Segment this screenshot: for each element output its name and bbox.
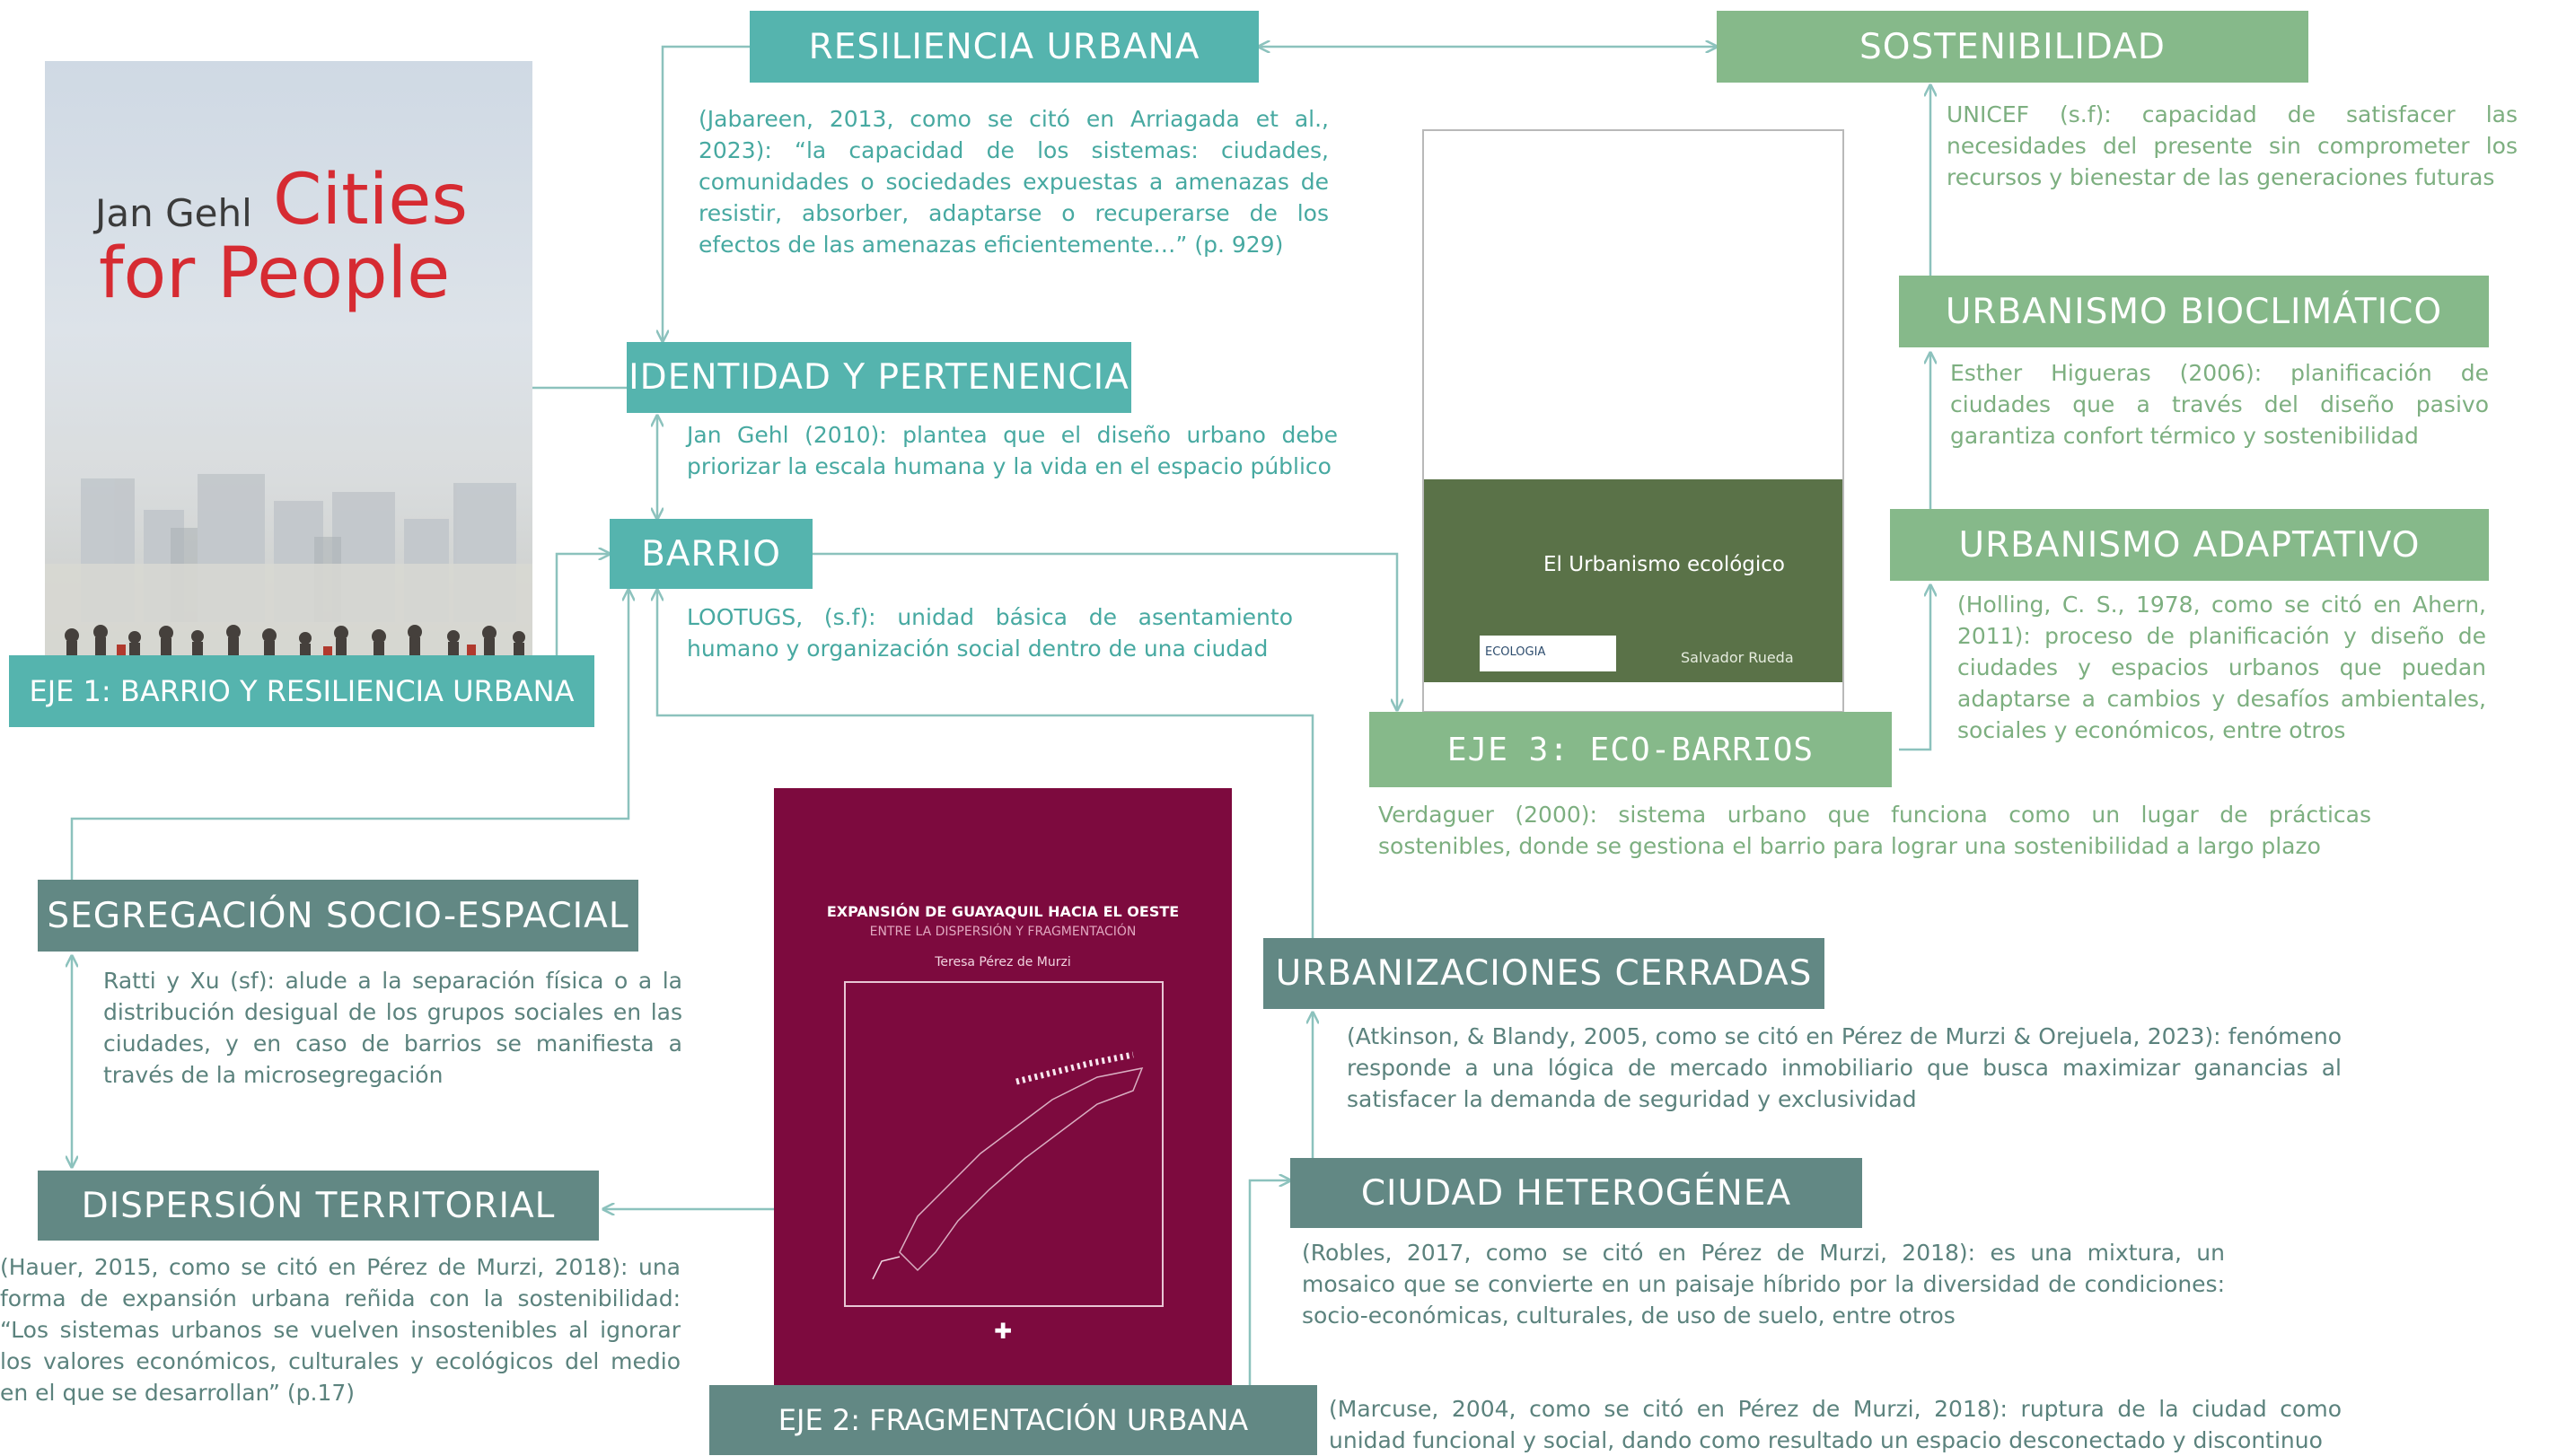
node-eje1: EJE 1: BARRIO Y RESILIENCIA URBANA: [9, 655, 594, 727]
node-eje3: EJE 3: ECO-BARRIOS: [1369, 712, 1892, 787]
desc-eje3: Verdaguer (2000): sistema urbano que fun…: [1378, 802, 2371, 859]
rueda-title: El Urbanismo ecológico: [1543, 553, 1785, 576]
gehl-author: Jan Gehl: [95, 191, 252, 235]
node-urbanismo-bioclimatico: URBANISMO BIOCLIMÁTICO: [1899, 276, 2489, 347]
desc-adaptativo: (Holling, C. S., 1978, como se citó en A…: [1957, 592, 2486, 743]
rueda-author: Salvador Rueda: [1681, 649, 1794, 666]
node-identidad-pertenencia: IDENTIDAD Y PERTENENCIA: [627, 342, 1131, 413]
gehl-title-line2: for People: [99, 233, 451, 314]
desc-identidad: Jan Gehl (2010): plantea que el diseño u…: [687, 422, 1338, 479]
desc-eje2: (Marcuse, 2004, como se citó en Pérez de…: [1329, 1396, 2342, 1453]
guayaquil-author: Teresa Pérez de Murzi: [935, 955, 1071, 969]
node-dispersion-label: DISPERSIÓN TERRITORIAL: [81, 1185, 556, 1226]
gehl-title-line1: Cities: [273, 160, 469, 241]
guayaquil-title: EXPANSIÓN DE GUAYAQUIL HACIA EL OESTE: [826, 903, 1180, 920]
university-logo: ✚: [993, 1319, 1013, 1344]
node-bioclimatico-label: URBANISMO BIOCLIMÁTICO: [1945, 291, 2443, 332]
city-skyline-illustration: [45, 474, 532, 661]
node-eje1-label: EJE 1: BARRIO Y RESILIENCIA URBANA: [29, 674, 575, 708]
node-dispersion-territorial: DISPERSIÓN TERRITORIAL: [38, 1171, 599, 1241]
desc-urbanizaciones: (Atkinson, & Blandy, 2005, como se citó …: [1347, 1023, 2342, 1112]
urbanismo-ecologico-cover: El Urbanismo ecológico ECOLOGIA Salvador…: [1422, 129, 1844, 713]
guayaquil-book-cover: EXPANSIÓN DE GUAYAQUIL HACIA EL OESTE EN…: [774, 788, 1232, 1417]
node-eje2-label: EJE 2: FRAGMENTACIÓN URBANA: [778, 1403, 1249, 1437]
desc-segregacion: Ratti y Xu (sf): alude a la separación f…: [103, 968, 682, 1088]
node-barrio: BARRIO: [610, 519, 813, 589]
ecologia-logo-text: ECOLOGIA: [1485, 645, 1546, 659]
node-resiliencia-urbana: RESILIENCIA URBANA: [750, 11, 1259, 83]
desc-heterogenea: (Robles, 2017, como se citó en Pérez de …: [1302, 1240, 2225, 1329]
node-heterogenea-label: CIUDAD HETEROGÉNEA: [1360, 1172, 1792, 1214]
ecologia-logo: ECOLOGIA: [1480, 636, 1616, 671]
guayaquil-subtitle: ENTRE LA DISPERSIÓN Y FRAGMENTACIÓN: [869, 925, 1137, 939]
node-segregacion-label: SEGREGACIÓN SOCIO-ESPACIAL: [47, 895, 629, 936]
node-eje3-label: EJE 3: ECO-BARRIOS: [1446, 731, 1815, 768]
node-identidad-label: IDENTIDAD Y PERTENENCIA: [628, 357, 1129, 398]
node-adaptativo-label: URBANISMO ADAPTATIVO: [1958, 524, 2421, 566]
guayaquil-map-frame: [844, 981, 1164, 1307]
node-segregacion-socio-espacial: SEGREGACIÓN SOCIO-ESPACIAL: [38, 880, 638, 952]
node-urbanismo-adaptativo: URBANISMO ADAPTATIVO: [1890, 509, 2489, 581]
node-eje2: EJE 2: FRAGMENTACIÓN URBANA: [709, 1385, 1317, 1455]
cities-for-people-cover: Jan Gehl Cities for People: [45, 61, 532, 661]
node-resiliencia-label: RESILIENCIA URBANA: [808, 26, 1200, 67]
node-urbanizaciones-cerradas: URBANIZACIONES CERRADAS: [1263, 938, 1824, 1009]
node-barrio-label: BARRIO: [641, 533, 781, 575]
node-sostenibilidad: SOSTENIBILIDAD: [1717, 11, 2308, 83]
node-sostenibilidad-label: SOSTENIBILIDAD: [1859, 26, 2166, 67]
desc-sostenibilidad: UNICEF (s.f): capacidad de satisfacer la…: [1947, 101, 2518, 190]
node-ciudad-heterogenea: CIUDAD HETEROGÉNEA: [1290, 1158, 1862, 1228]
desc-bioclimatico: Esther Higueras (2006): planificación de…: [1950, 360, 2489, 449]
desc-resiliencia: (Jabareen, 2013, como se citó en Arriaga…: [699, 106, 1329, 258]
guayaquil-map: [872, 1051, 1144, 1280]
node-urbanizaciones-label: URBANIZACIONES CERRADAS: [1275, 953, 1813, 994]
desc-dispersion: (Hauer, 2015, como se citó en Pérez de M…: [0, 1254, 681, 1406]
desc-barrio: LOOTUGS, (s.f): unidad básica de asentam…: [687, 604, 1293, 662]
